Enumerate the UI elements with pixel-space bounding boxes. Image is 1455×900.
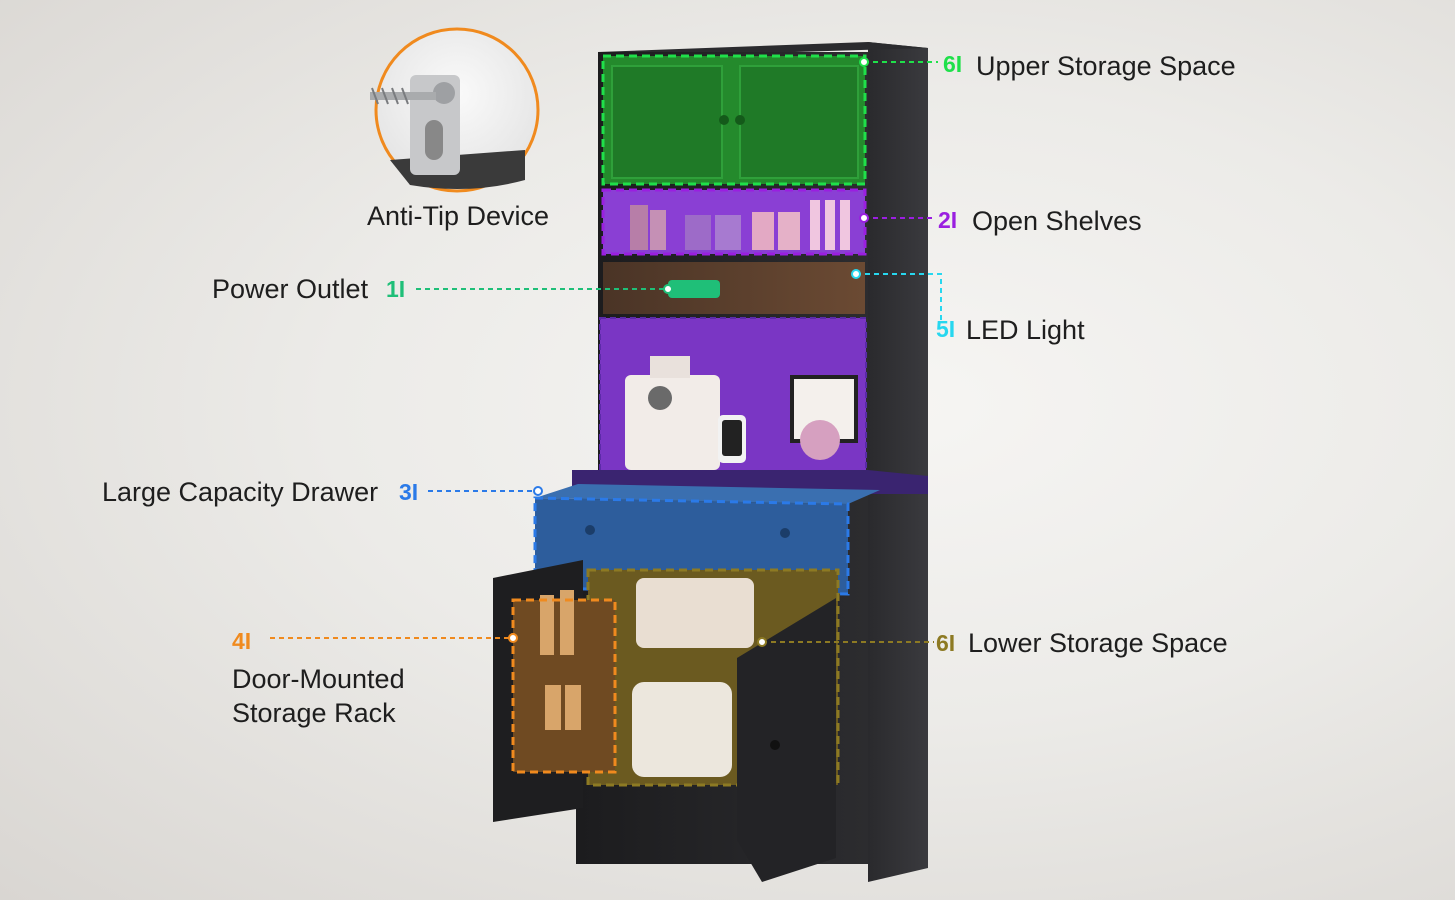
led-light-label: LED Light: [966, 315, 1085, 345]
anti-tip-inset: [370, 27, 540, 193]
open-shelves-number: 2I: [938, 207, 958, 233]
coffee-machine: [625, 356, 720, 470]
cabinet-body: [493, 42, 928, 882]
door-rack-number: 4I: [232, 628, 252, 654]
flower-vase: [800, 420, 840, 460]
power-outlet-strip: [668, 280, 720, 298]
shelf-items-jars: [630, 200, 850, 250]
upper-storage-number: 6I: [943, 51, 963, 77]
drawer-label: Large Capacity Drawer: [102, 477, 379, 507]
upper-storage-label: Upper Storage Space: [976, 51, 1236, 81]
anti-tip-label: Anti-Tip Device: [367, 201, 550, 231]
lower-storage-label: Lower Storage Space: [968, 628, 1228, 658]
open-shelves-label: Open Shelves: [972, 206, 1142, 236]
power-outlet-label: Power Outlet: [212, 274, 369, 304]
air-fryer: [632, 682, 732, 777]
basket: [636, 578, 754, 648]
door-rack-label-line1: Door-Mounted: [232, 664, 405, 694]
power-outlet-number: 1I: [386, 276, 406, 302]
callout-lines: [270, 57, 942, 647]
led-light-number: 5I: [936, 316, 956, 342]
lower-storage-number: 6I: [936, 630, 956, 656]
door-rack-label-line2: Storage Rack: [232, 698, 396, 728]
drawer-number: 3I: [399, 479, 419, 505]
